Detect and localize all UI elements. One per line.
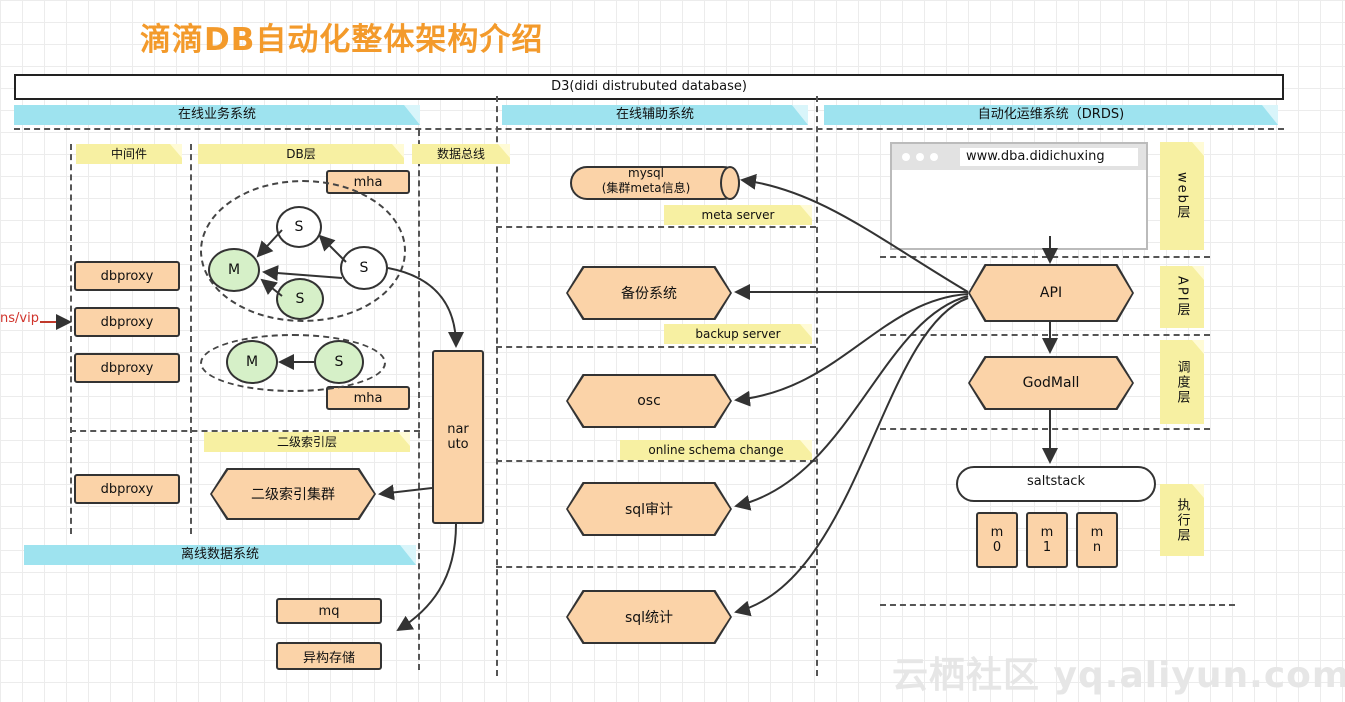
section-automation: 自动化运维系统（DRDS)	[824, 105, 1278, 125]
label-exec-layer: 执行层	[1160, 484, 1204, 556]
backup-system: 备份系统	[566, 266, 732, 320]
window-dot-icon	[930, 153, 938, 161]
divider-h	[70, 430, 420, 432]
label-data-bus: 数据总线	[412, 144, 510, 164]
sql-stats-label: sql统计	[568, 592, 730, 642]
hetero-storage-box: 异构存储	[276, 642, 382, 670]
slave-node: S	[340, 246, 388, 290]
cylinder-cap	[720, 166, 740, 200]
section-online-business: 在线业务系统	[14, 105, 420, 125]
label-meta-server: meta server	[664, 205, 812, 225]
dbproxy-box: dbproxy	[74, 261, 180, 291]
dbproxy-box: dbproxy	[74, 474, 180, 504]
watermark: 云栖社区 yq.aliyun.com	[892, 655, 1345, 696]
window-dot-icon	[902, 153, 910, 161]
section-offline: 离线数据系统	[24, 545, 416, 565]
saltstack-label: saltstack	[1027, 474, 1085, 489]
sql-stats-system: sql统计	[566, 590, 732, 644]
dbproxy-box: dbproxy	[74, 353, 180, 383]
saltstack-cloud	[956, 466, 1156, 502]
mha-box: mha	[326, 386, 410, 410]
minion-box: m 0	[976, 512, 1018, 568]
label-backup-server: backup server	[664, 324, 812, 344]
naruto-box: nar uto	[432, 350, 484, 524]
label-middleware: 中间件	[76, 144, 182, 164]
backup-system-label: 备份系统	[568, 268, 730, 318]
divider-v	[418, 130, 420, 670]
divider-v	[70, 144, 72, 534]
mysql-meta-label: mysql (集群meta信息)	[601, 166, 691, 195]
slave-node: S	[314, 340, 364, 384]
web-browser-window: www.dba.didichuxing	[890, 142, 1148, 250]
dbproxy-box: dbproxy	[74, 307, 180, 337]
osc-system-label: osc	[568, 376, 730, 426]
slave-node: S	[276, 278, 324, 320]
mysql-cluster-ring	[200, 180, 406, 322]
label-db-layer: DB层	[198, 144, 404, 164]
d3-banner: D3(didi distrubuted database)	[14, 74, 1284, 100]
divider-v	[496, 96, 498, 676]
label-api-layer: API层	[1160, 266, 1204, 328]
divider-h	[880, 428, 1210, 430]
mysql-meta-cylinder	[570, 166, 740, 200]
mha-box: mha	[326, 170, 410, 194]
top-divider	[14, 128, 1284, 130]
label-web-layer: web层	[1160, 142, 1204, 250]
vip-label: ns/vip	[0, 311, 39, 326]
master-node: M	[208, 248, 260, 292]
divider-h	[880, 604, 1235, 606]
label-online-schema-change: online schema change	[620, 440, 812, 460]
mysql-cluster-ring	[200, 334, 386, 392]
divider-h	[496, 566, 816, 568]
sql-audit-system: sql审计	[566, 482, 732, 536]
divider-h	[880, 334, 1210, 336]
section-online-aux: 在线辅助系统	[502, 105, 808, 125]
browser-url: www.dba.didichuxing	[960, 148, 1138, 166]
page-title: 滴滴DB自动化整体架构介绍	[140, 22, 544, 58]
api-label: API	[970, 266, 1132, 320]
label-secondary-index-layer: 二级索引层	[204, 432, 410, 452]
sql-audit-label: sql审计	[568, 484, 730, 534]
divider-v	[816, 96, 818, 676]
divider-h	[496, 460, 816, 462]
minion-box: m 1	[1026, 512, 1068, 568]
divider-v	[190, 144, 192, 534]
secondary-index-cluster: 二级索引集群	[210, 468, 376, 520]
divider-h	[496, 346, 816, 348]
godmall-node: GodMall	[968, 356, 1134, 410]
api-node: API	[968, 264, 1134, 322]
window-dot-icon	[916, 153, 924, 161]
divider-h	[496, 226, 816, 228]
slave-node: S	[276, 206, 322, 248]
browser-toolbar: www.dba.didichuxing	[892, 144, 1146, 170]
label-schedule-layer: 调度层	[1160, 340, 1204, 424]
osc-system: osc	[566, 374, 732, 428]
secondary-index-cluster-label: 二级索引集群	[212, 470, 374, 518]
minion-box: m n	[1076, 512, 1118, 568]
godmall-label: GodMall	[970, 358, 1132, 408]
master-node: M	[226, 340, 278, 384]
mq-box: mq	[276, 598, 382, 624]
